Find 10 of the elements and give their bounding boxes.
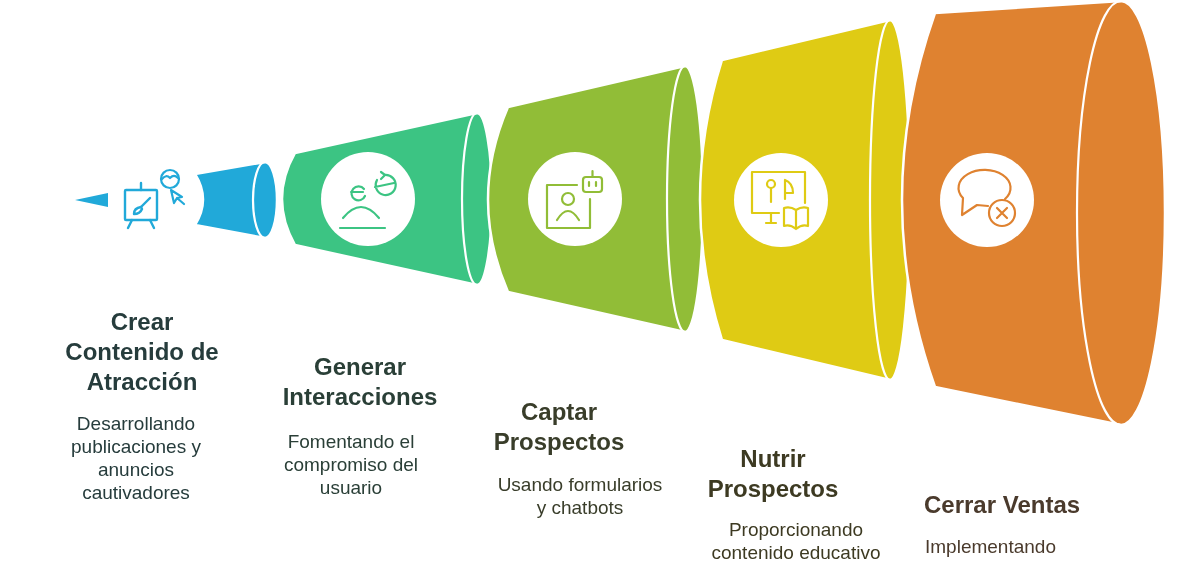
stage-title: Cerrar Ventas [924, 490, 1082, 520]
stage-description: Implementando [925, 535, 1057, 558]
stage-description: Fomentando el compromiso del usuario [282, 430, 420, 499]
stage-title: Crear Contenido de Atracción [64, 307, 220, 397]
stage-title: Nutrir Prospectos [706, 444, 840, 504]
stage-title: Captar Prospectos [492, 397, 626, 457]
stage-description: Usando formularios y chatbots [496, 473, 664, 519]
stage-description: Proporcionando contenido educativo [710, 518, 882, 564]
stage-description: Desarrollando publicaciones y anuncios cautivadores [70, 412, 202, 504]
stage-title: Generar Interacciones [281, 352, 439, 412]
